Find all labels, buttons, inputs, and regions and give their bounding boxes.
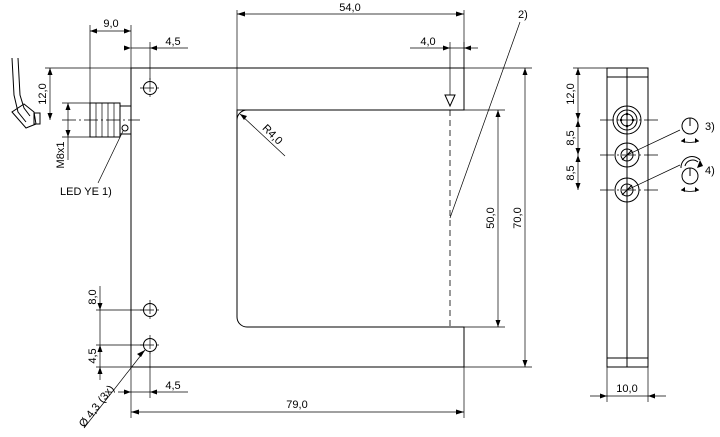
dimension-4-5-left: 4,5	[87, 344, 143, 380]
dim-9-label: 9,0	[103, 18, 118, 30]
dim-4-5-left-label: 4,5	[87, 348, 99, 363]
note-2-label: 2)	[518, 9, 528, 21]
dim-50-label: 50,0	[485, 207, 497, 228]
potentiometer-2	[614, 177, 640, 203]
dimension-8-5-b: 8,5	[565, 155, 581, 190]
dim-m8x1-label: M8x1	[55, 142, 67, 169]
dimension-10: 10,0	[590, 367, 666, 402]
m8-connector	[62, 102, 140, 138]
dimension-50: 50,0	[464, 109, 505, 328]
emitter-arrow	[444, 94, 456, 108]
dimension-4-5-bottom: 4,5	[118, 352, 188, 398]
dimension-4: 4,0	[410, 36, 478, 68]
slot-corner-radius	[236, 109, 248, 121]
led-indicator	[121, 124, 129, 132]
dimension-12-side: 12,0	[565, 67, 607, 120]
sensor-body-outline	[130, 67, 465, 368]
fork-sensor-front-view	[130, 67, 465, 368]
side-connector-inner	[616, 109, 638, 131]
dimension-r4: R4,0	[239, 113, 286, 157]
dim-12-left-label: 12,0	[37, 83, 49, 104]
dim-54-label: 54,0	[339, 2, 360, 14]
note-4-label: 4)	[705, 165, 715, 177]
note-2-callout: 2)	[449, 9, 528, 219]
dim-79-label: 79,0	[286, 399, 307, 411]
side-connector-outer	[612, 105, 642, 135]
dim-8-label: 8,0	[87, 289, 99, 304]
note-3-label: 3)	[705, 121, 715, 133]
dim-10-label: 10,0	[616, 383, 637, 395]
hole-diameter-label: Ø 4,3(3x)	[77, 383, 117, 430]
dimension-4-5-top: 4,5	[124, 36, 188, 80]
dimension-54: 54,0	[236, 2, 465, 110]
dim-4-label: 4,0	[420, 36, 435, 48]
dim-4-5-bottom-label: 4,5	[165, 380, 180, 392]
dimension-m8x1: M8x1	[55, 102, 90, 169]
dimension-9: 9,0	[89, 18, 132, 103]
dimension-79: 79,0	[130, 367, 465, 418]
dim-8-5-a-label: 8,5	[565, 130, 577, 145]
dimension-8: 8,0	[87, 286, 143, 352]
dimension-8-5-a: 8,5	[565, 120, 581, 155]
dim-12-side-label: 12,0	[565, 83, 577, 104]
dimension-12-left: 12,0	[37, 67, 131, 120]
dim-8-5-b-label: 8,5	[565, 165, 577, 180]
dim-4-5-top-label: 4,5	[165, 36, 180, 48]
potentiometer-1	[614, 142, 640, 168]
dim-70-label: 70,0	[512, 207, 524, 228]
led-label: LED YE 1)	[60, 186, 112, 198]
dimension-70: 70,0	[464, 67, 532, 368]
adjust-symbol-3: 3)	[626, 117, 715, 156]
adjust-symbol-4: 4)	[626, 156, 715, 192]
fork-sensor-side-view	[600, 67, 660, 368]
cable-angled-plug	[11, 57, 41, 129]
led-callout: LED YE 1)	[60, 130, 124, 198]
